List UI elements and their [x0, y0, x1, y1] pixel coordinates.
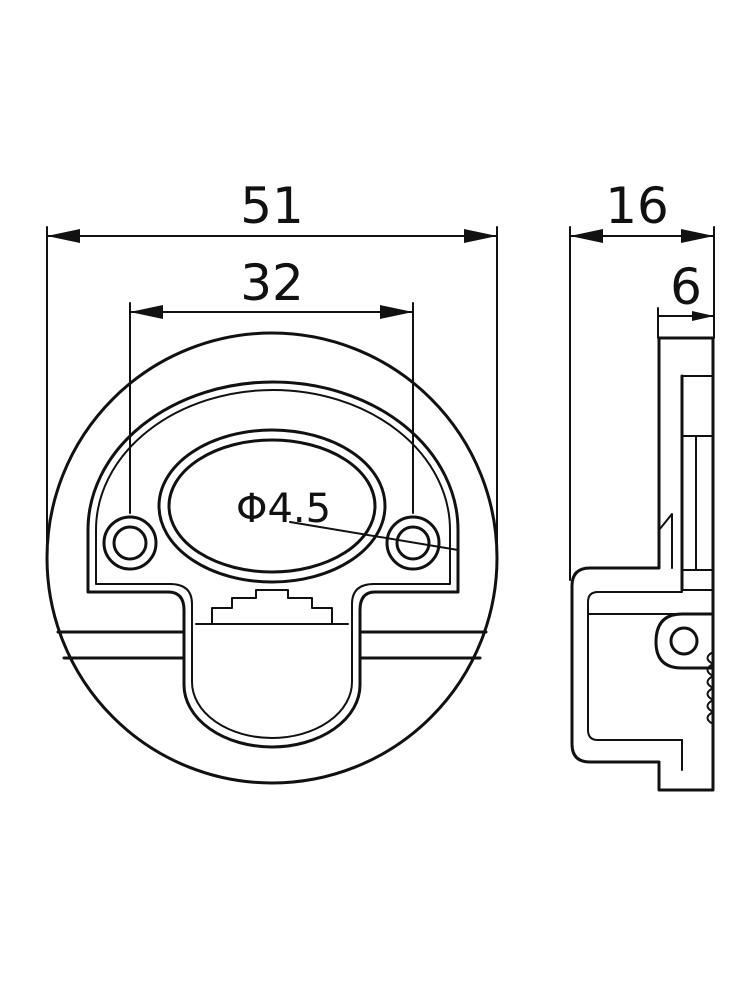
overall-width-label: 51: [240, 177, 304, 235]
side-hole-boss: [654, 612, 715, 670]
mounting-hole-left-outer: [102, 515, 158, 571]
center-oval-inner: [167, 438, 377, 574]
mounting-hole-left-inner: [112, 525, 148, 561]
arrow-head: [681, 229, 714, 243]
dimension-side-depth: 16: [569, 177, 715, 581]
bevel: [658, 513, 673, 569]
mounting-hole-right-inner: [395, 525, 431, 561]
hole-diameter-label: Φ4.5: [236, 486, 331, 532]
arrow-head: [380, 305, 413, 319]
inner-plate-offset: [95, 389, 451, 739]
side-cavity: [587, 591, 683, 741]
side-depth-label: 16: [605, 177, 669, 235]
diameter-leader: [289, 521, 459, 551]
dimension-overall-width: 51: [46, 177, 498, 553]
arrow-head: [464, 229, 497, 243]
side-view: [570, 336, 715, 792]
front-view: Φ4.5: [45, 331, 499, 785]
hole-spacing-label: 32: [240, 254, 304, 312]
arrow-head: [47, 229, 80, 243]
side-body: [570, 336, 715, 792]
arrow-head: [692, 311, 714, 321]
arrow-head: [570, 229, 603, 243]
arrow-head: [130, 305, 163, 319]
dimension-hole-spacing: 32: [129, 254, 414, 514]
knurled-edge: [706, 651, 714, 725]
inner-plate: [86, 380, 460, 749]
lock-profile: [211, 589, 333, 625]
dimension-side-step: 6: [657, 258, 715, 339]
outer-rim: [45, 331, 499, 785]
center-oval-outer: [157, 428, 387, 584]
mounting-hole-right-outer: [385, 515, 441, 571]
side-hole: [669, 626, 699, 656]
side-step-label: 6: [670, 258, 702, 316]
